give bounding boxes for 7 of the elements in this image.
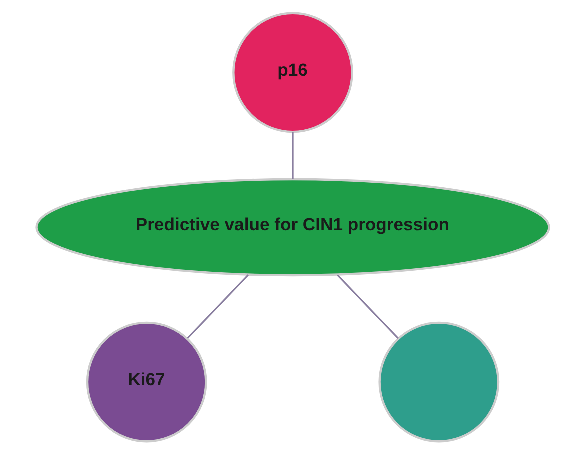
connector (292, 132, 294, 179)
node-ellipse: Predictive value for CIN1 progression (35, 178, 550, 276)
connector (336, 274, 398, 339)
node-circle: Ki67 (86, 321, 207, 442)
node-circle: p16 (232, 12, 353, 133)
node-circle (378, 321, 500, 442)
connector (186, 274, 248, 339)
